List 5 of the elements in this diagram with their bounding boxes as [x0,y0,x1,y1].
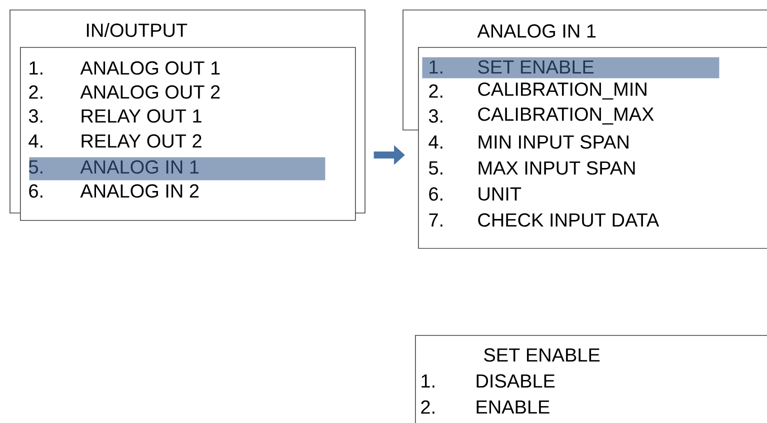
highlight-bar: 1. SET ENABLE [422,57,720,78]
menu-panel: ANALOG IN 1 [402,10,767,48]
highlight-bar: 5. ANALOG IN 1 [28,157,326,180]
menu-panel: IN/OUTPUT [10,10,366,48]
menu-panel: SET ENABLE 1. DISABLE 2. ENABLE [415,335,767,423]
